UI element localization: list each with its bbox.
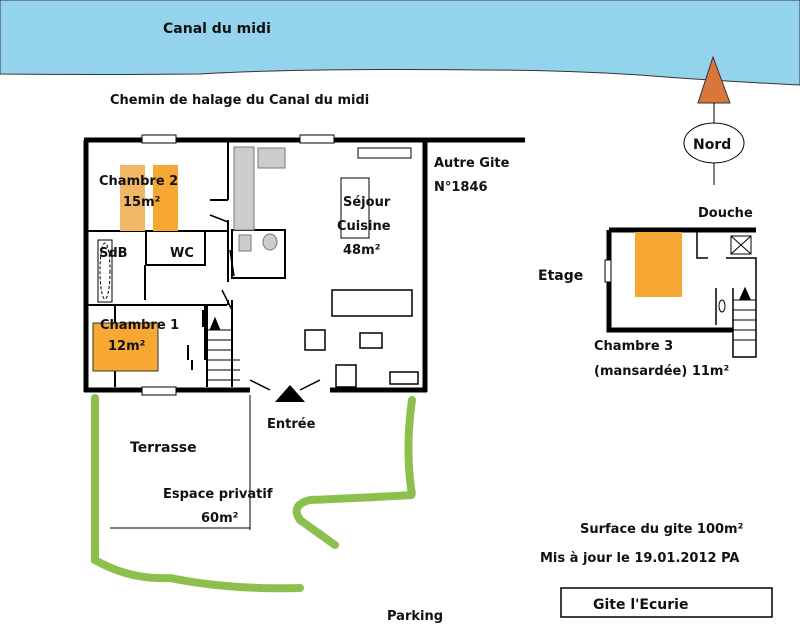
entrance-arrow-icon	[275, 385, 305, 402]
room-area: 12m²	[108, 339, 145, 354]
room-detail: (mansardée) 11m²	[594, 364, 729, 379]
towpath-label: Chemin de halage du Canal du midi	[110, 93, 369, 108]
upper-floor-plan	[604, 227, 757, 358]
room-area: 48m²	[343, 243, 380, 258]
update-label: Mis à jour le 19.01.2012 PA	[540, 551, 740, 566]
bed	[153, 165, 178, 231]
canal-water	[0, 0, 800, 86]
room-label: Cuisine	[337, 219, 391, 234]
bed	[92, 322, 159, 372]
shower-label: Douche	[698, 206, 753, 221]
surface-label: Surface du gite 100m²	[580, 522, 743, 537]
upper-floor-label: Etage	[538, 268, 583, 284]
bed	[120, 165, 145, 231]
neighbor-number: N°1846	[434, 180, 488, 195]
parking-label: Parking	[387, 609, 443, 624]
room-label: SdB	[99, 246, 128, 261]
room-area: 15m²	[123, 195, 160, 210]
canal-label: Canal du midi	[163, 21, 271, 37]
title-label: Gite l'Ecurie	[593, 597, 688, 613]
neighbor-label: Autre Gite	[434, 156, 510, 171]
hedge	[91, 394, 417, 593]
terrace-label: Terrasse	[130, 440, 197, 456]
room-label: WC	[170, 246, 194, 261]
room-label: Séjour	[343, 195, 391, 210]
terrace-border	[110, 395, 251, 530]
room-label: Chambre 1	[100, 318, 179, 333]
north-arrow-icon	[683, 55, 745, 185]
room-label: Chambre 3	[594, 339, 673, 354]
room-label: Chambre 2	[99, 174, 178, 189]
title-box	[560, 587, 773, 618]
entrance-label: Entrée	[267, 417, 316, 432]
north-label: Nord	[693, 137, 731, 153]
private-area-size: 60m²	[201, 511, 238, 526]
private-area-label: Espace privatif	[163, 487, 273, 502]
